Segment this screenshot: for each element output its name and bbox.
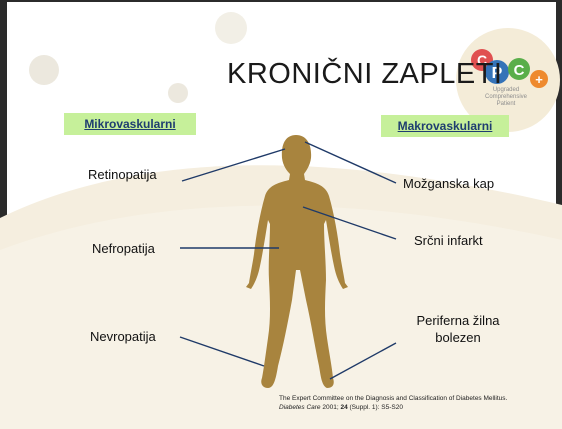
reference-citation: The Expert Committee on the Diagnosis an… bbox=[279, 394, 507, 412]
logo-subtitle: Upgraded Comprehensive Patient bbox=[478, 87, 534, 108]
logo-letter-c1: C bbox=[477, 52, 487, 68]
connector-lines bbox=[179, 141, 397, 380]
logo-subtitle-line: Patient bbox=[496, 101, 516, 107]
decorative-circle-middle bbox=[168, 83, 188, 103]
line-nevropatija bbox=[179, 336, 265, 367]
label-periferna-zilna-bolezen: Periferna žilna bolezen bbox=[407, 313, 509, 345]
line-mozganska-kap bbox=[304, 141, 397, 184]
label-nefropatija: Nefropatija bbox=[92, 241, 155, 256]
top-border bbox=[0, 0, 562, 2]
reference-line1: The Expert Committee on the Diagnosis an… bbox=[279, 395, 508, 402]
cpc-logo: C P C + bbox=[471, 49, 548, 88]
logo-circle-plus-orange bbox=[530, 70, 548, 88]
body-silhouette bbox=[246, 135, 348, 388]
line-periferna bbox=[329, 342, 397, 380]
reference-line2: Diabetes Care 2001; 24 (Suppl. 1): S5-S2… bbox=[279, 403, 507, 412]
reference-volume: 24 bbox=[340, 404, 348, 411]
logo-letter-plus: + bbox=[535, 72, 543, 87]
category-mikrovaskularni: Mikrovaskularni bbox=[64, 113, 196, 135]
slide-title: KRONIČNI ZAPLETI bbox=[227, 58, 503, 90]
reference-details-post: (Suppl. 1): S5-S20 bbox=[347, 404, 403, 411]
logo-subtitle-line: Upgraded bbox=[492, 87, 520, 93]
logo-circle-c-green bbox=[508, 58, 530, 80]
logo-letter-c2: C bbox=[514, 62, 525, 79]
reference-details-pre: 2001; bbox=[320, 404, 341, 411]
line-srcni-infarkt bbox=[302, 206, 397, 240]
reference-journal: Diabetes Care bbox=[279, 404, 321, 411]
decorative-circle-top-left bbox=[29, 55, 59, 85]
logo-letter-p: P bbox=[492, 65, 503, 82]
label-retinopatija: Retinopatija bbox=[88, 167, 157, 182]
label-periferna-line2: bolezen bbox=[435, 330, 481, 345]
label-nevropatija: Nevropatija bbox=[90, 329, 156, 344]
label-periferna-line1: Periferna žilna bbox=[416, 313, 500, 328]
decorative-circle-top bbox=[215, 12, 247, 44]
line-retinopatija bbox=[181, 148, 286, 182]
label-srcni-infarkt: Srčni infarkt bbox=[414, 233, 483, 248]
category-makrovaskularni: Makrovaskularni bbox=[381, 115, 509, 137]
logo-subtitle-line: Comprehensive bbox=[484, 94, 528, 100]
label-mozganska-kap: Možganska kap bbox=[403, 176, 495, 191]
left-border bbox=[0, 0, 7, 429]
logo-circle-p-blue bbox=[485, 60, 509, 84]
human-body-figure bbox=[246, 135, 348, 388]
